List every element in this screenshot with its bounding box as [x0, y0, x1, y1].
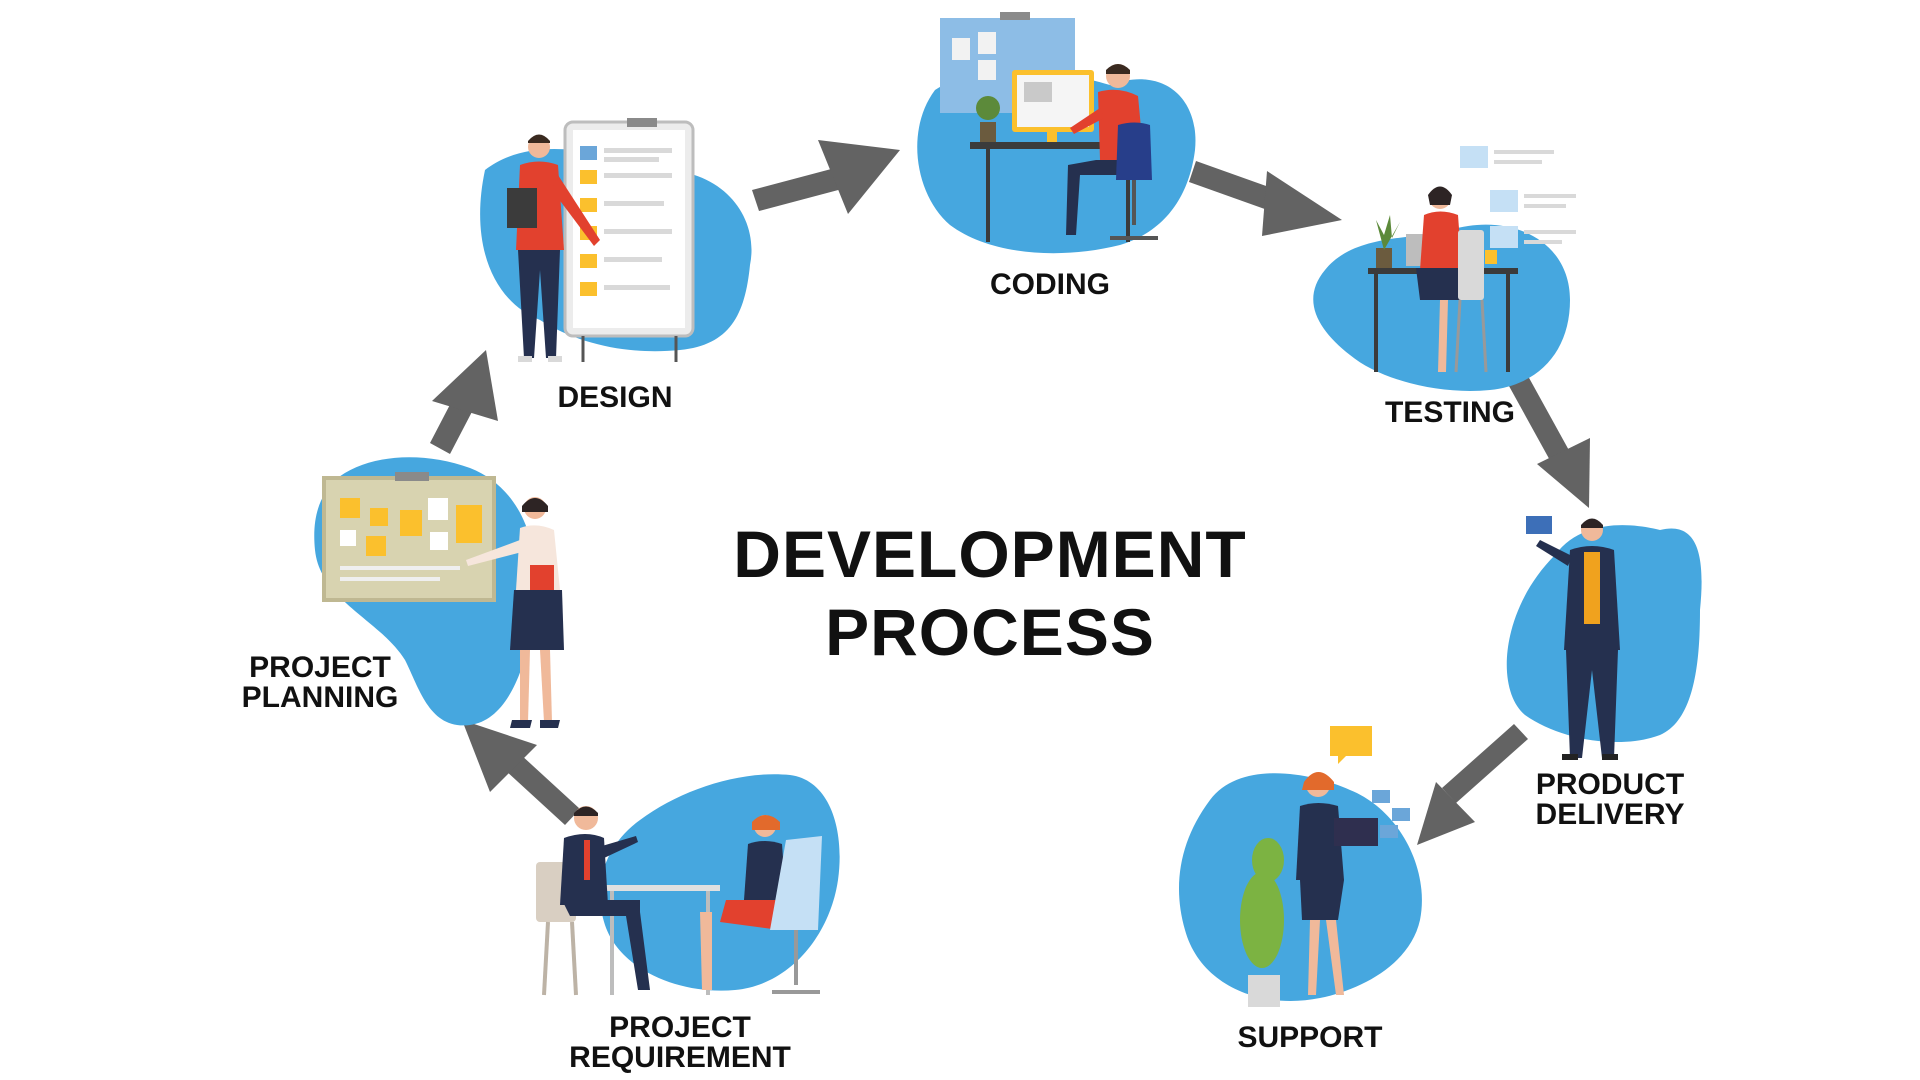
- product-delivery-illustration: [1506, 516, 1702, 760]
- testing-label: TESTING: [1384, 396, 1515, 429]
- step-label-coding: CODING: [960, 270, 1140, 300]
- design-label: DESIGN: [557, 381, 673, 414]
- project-requirement-label-line-1: PROJECT: [609, 1011, 751, 1044]
- arrow-requirement-to-planning: [462, 720, 580, 825]
- title-line-2: PROCESS: [825, 595, 1155, 669]
- support-label: SUPPORT: [1237, 1021, 1383, 1054]
- diagram-title: DEVELOPMENT PROCESS: [700, 515, 1280, 671]
- project-planning-illustration: [314, 457, 564, 728]
- step-label-product-delivery: PRODUCT DELIVERY: [1500, 770, 1720, 830]
- project-requirement-illustration: [536, 774, 840, 996]
- arrow-design-to-coding: [752, 140, 900, 214]
- cycle-arrows: [430, 140, 1590, 845]
- project-planning-label-line-2: PLANNING: [241, 681, 399, 714]
- step-label-project-requirement: PROJECT REQUIREMENT: [550, 1013, 810, 1073]
- arrow-delivery-to-support: [1417, 724, 1528, 845]
- arrow-coding-to-testing: [1189, 161, 1342, 236]
- testing-illustration: [1313, 146, 1576, 391]
- design-illustration: [480, 118, 752, 362]
- support-illustration: [1178, 726, 1422, 1007]
- step-label-project-planning: PROJECT PLANNING: [220, 653, 420, 713]
- step-label-testing: TESTING: [1360, 398, 1540, 428]
- product-delivery-label-line-1: PRODUCT: [1535, 768, 1685, 801]
- arrow-planning-to-design: [430, 350, 498, 454]
- project-planning-label-line-1: PROJECT: [249, 651, 391, 684]
- title-line-1: DEVELOPMENT: [733, 517, 1247, 591]
- product-delivery-label-line-2: DELIVERY: [1535, 798, 1685, 831]
- arrow-testing-to-delivery: [1509, 376, 1590, 508]
- coding-label: CODING: [990, 268, 1110, 301]
- project-requirement-label-line-2: REQUIREMENT: [569, 1041, 791, 1074]
- step-label-design: DESIGN: [525, 383, 705, 413]
- step-label-support: SUPPORT: [1210, 1023, 1410, 1053]
- coding-illustration: [917, 12, 1196, 254]
